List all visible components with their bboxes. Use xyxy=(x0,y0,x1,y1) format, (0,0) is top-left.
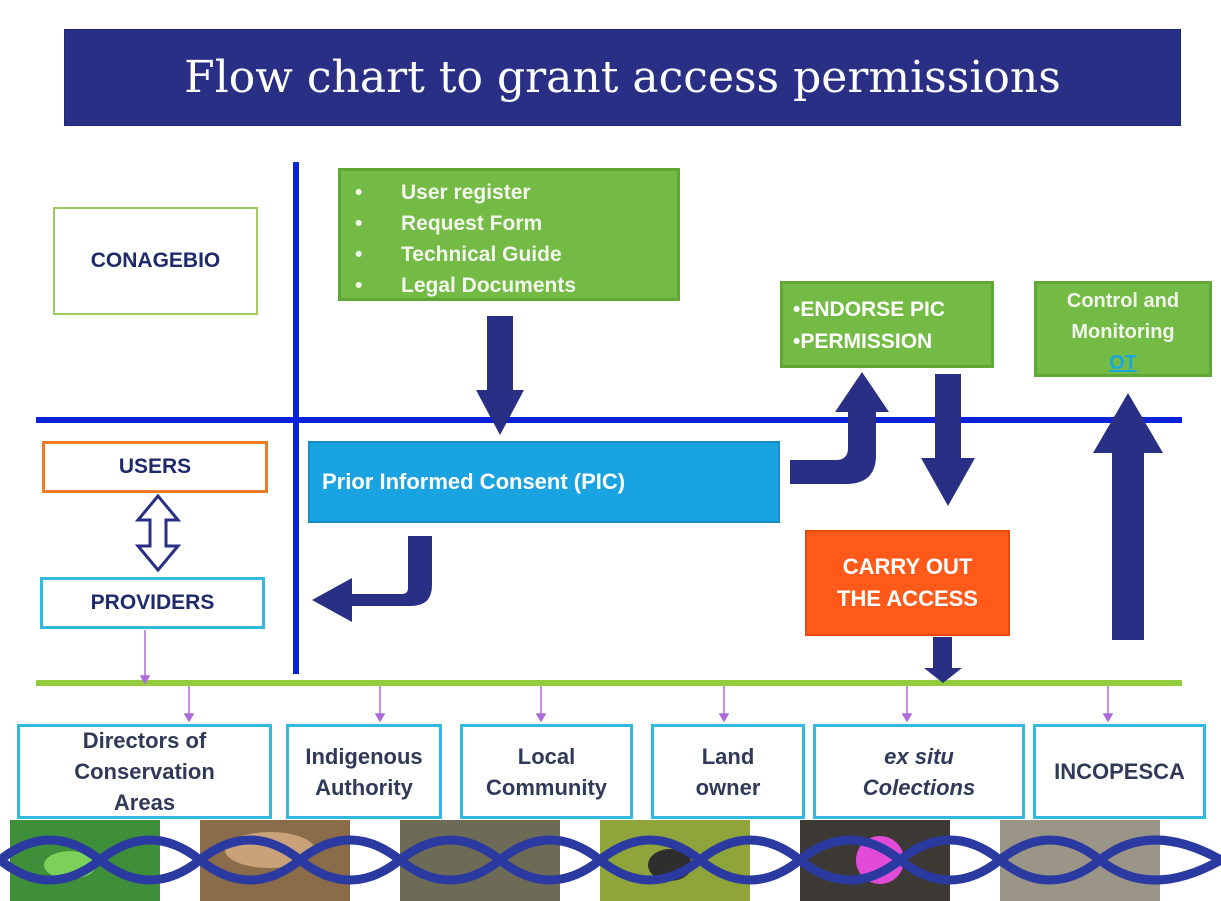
title-banner: Flow chart to grant access permissions xyxy=(64,29,1181,126)
provider-line: Conservation xyxy=(74,759,215,784)
provider-line: ex situ xyxy=(884,743,954,769)
permission-label: •PERMISSION xyxy=(793,330,933,353)
endorse-box: •ENDORSE PIC •PERMISSION xyxy=(780,281,994,368)
arrow-curve-pic-to-endorse xyxy=(790,372,889,484)
arrow-curve-pic-to-providers xyxy=(312,536,432,622)
provider-line: Authority xyxy=(315,774,413,800)
pic-box: Prior Informed Consent (PIC) xyxy=(308,441,780,523)
provider-line: Colections xyxy=(862,774,976,800)
page-title: Flow chart to grant access permissions xyxy=(184,52,1061,103)
bullet: • xyxy=(355,181,363,204)
requirement-label: Request Form xyxy=(401,212,543,235)
arrow-up-to-control xyxy=(1093,393,1163,640)
requirement-label: Legal Documents xyxy=(401,274,577,297)
pic-label: Prior Informed Consent (PIC) xyxy=(322,469,626,494)
provider-line: Community xyxy=(486,774,607,800)
providers-box: PROVIDERS xyxy=(40,577,265,629)
users-label: USERS xyxy=(118,455,192,478)
list-item: • Technical Guide xyxy=(355,239,677,270)
provider-line: Local xyxy=(517,743,576,769)
arrow-down-carry-to-baseline xyxy=(924,637,962,683)
conagebio-label: CONAGEBIO xyxy=(90,249,221,272)
carry-out-line1: CARRY OUT xyxy=(842,554,973,579)
arrow-down-requirements-to-pic xyxy=(476,316,524,435)
flower-icon xyxy=(856,836,904,884)
control-monitoring-box: Control and Monitoring OT xyxy=(1034,281,1212,377)
providers-label: PROVIDERS xyxy=(90,591,215,614)
provider-line: Land xyxy=(701,743,755,769)
provider-line: Areas xyxy=(113,790,176,815)
dna-helix-icon xyxy=(0,835,1221,885)
provider-line: Indigenous xyxy=(305,743,423,769)
list-item: • Legal Documents xyxy=(355,270,677,301)
list-item: • Request Form xyxy=(355,208,677,239)
monitoring-label: Monitoring xyxy=(1071,321,1175,343)
horizontal-divider xyxy=(36,417,1182,423)
arrow-users-providers xyxy=(134,493,182,573)
list-item: • User register xyxy=(355,177,677,208)
provider-incopesca: INCOPESCA xyxy=(1033,724,1206,819)
carry-out-line2: THE ACCESS xyxy=(837,586,978,611)
requirements-box: • User register • Request Form • Technical … xyxy=(338,168,680,301)
users-box: USERS xyxy=(42,441,268,493)
provider-connectors xyxy=(139,630,1114,723)
endorse-pic-label: •ENDORSE PIC xyxy=(793,298,946,321)
photo-village xyxy=(400,820,560,901)
bullet: • xyxy=(355,243,363,266)
green-baseline xyxy=(36,680,1182,686)
provider-line: INCOPESCA xyxy=(1054,759,1185,784)
provider-ex-situ-collections: ex situ Colections xyxy=(813,724,1025,819)
requirements-list: • User register • Request Form • Technical … xyxy=(355,177,677,301)
provider-indigenous-authority: Indigenous Authority xyxy=(286,724,442,819)
bullet: • xyxy=(355,274,363,297)
photo-strip xyxy=(0,820,1221,901)
requirement-label: User register xyxy=(401,181,531,204)
control-label: Control and xyxy=(1066,290,1180,312)
provider-land-owner: Land owner xyxy=(651,724,805,819)
photo-textile xyxy=(1000,820,1160,901)
provider-directors: Directors of Conservation Areas xyxy=(17,724,272,819)
arrow-down-endorse-to-carry xyxy=(921,374,975,506)
ot-link[interactable]: OT xyxy=(1109,352,1137,374)
provider-line: Directors of xyxy=(82,728,207,753)
requirement-label: Technical Guide xyxy=(401,243,562,266)
carry-out-box: CARRY OUT THE ACCESS xyxy=(805,530,1010,636)
conagebio-box: CONAGEBIO xyxy=(53,207,258,315)
bullet: • xyxy=(355,212,363,235)
provider-local-community: Local Community xyxy=(460,724,633,819)
provider-line: owner xyxy=(695,774,761,800)
